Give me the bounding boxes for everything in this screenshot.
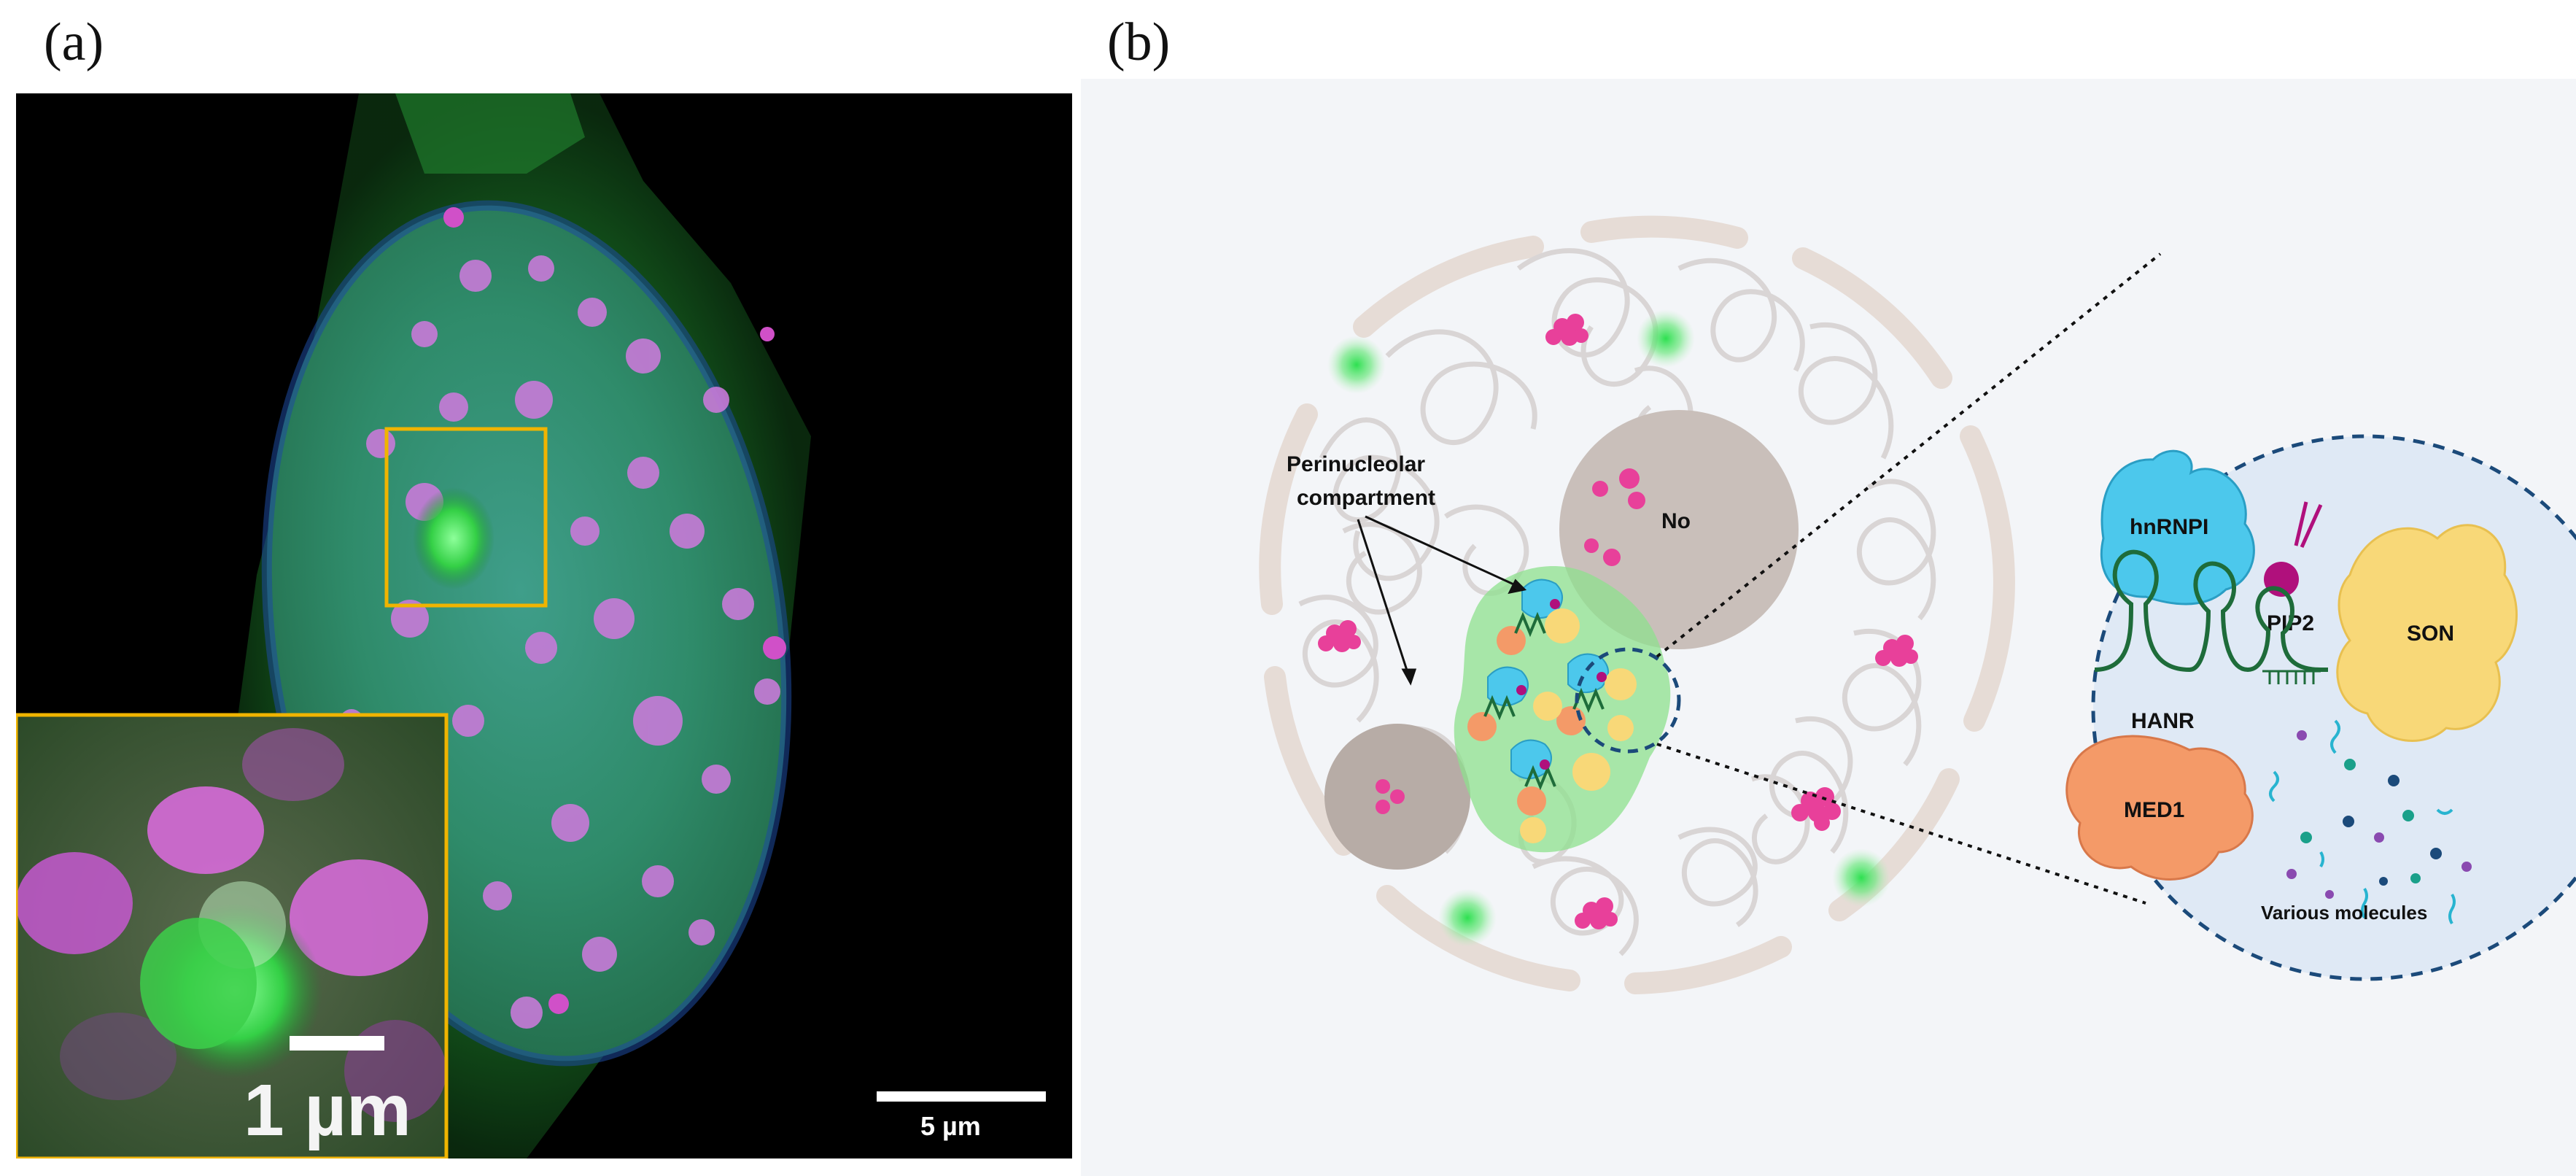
condensate-components — [1467, 579, 1637, 843]
microscopy-image: 1 µm 5 µm — [16, 93, 1072, 1158]
son-label: SON — [2407, 622, 2454, 646]
main-scale-bar — [877, 1091, 1046, 1102]
zoom-box — [384, 427, 548, 608]
panel-a-letter: (a) — [44, 12, 104, 72]
label-arrows — [1357, 515, 1527, 686]
schematic-diagram: No — [1081, 79, 2576, 1176]
perinucleolar-label: Perinucleolar — [1287, 452, 1425, 476]
panel-b-letter: (b) — [1107, 12, 1171, 72]
green-pnc-spot — [413, 487, 494, 589]
zoom-connectors — [1656, 252, 2162, 905]
main-scale-label: 5 µm — [920, 1111, 981, 1141]
nucleolus-label: No — [1661, 509, 1691, 533]
med1-label: MED1 — [2124, 798, 2184, 822]
nuclear-speckles — [1318, 314, 1918, 929]
inset-scale-label: 1 µm — [244, 1069, 411, 1151]
various-molecules-label: Various molecules — [2261, 902, 2427, 924]
zoom-source-circle — [1575, 647, 1681, 754]
inset-zoom: 1 µm — [16, 713, 449, 1158]
zoomed-view: hnRNPI PIP2 HANR — [2065, 434, 2576, 981]
various-molecules — [2269, 719, 2472, 925]
hnrnpi-label: hnRNPI — [2130, 515, 2208, 539]
son-protein — [2336, 524, 2518, 742]
compartment-label: compartment — [1297, 486, 1435, 510]
inset-scale-bar — [290, 1036, 384, 1051]
green-foci — [1327, 309, 1890, 947]
hanr-label: HANR — [2131, 709, 2195, 733]
med1-protein — [2065, 735, 2254, 881]
hanr-rna — [2094, 549, 2328, 684]
